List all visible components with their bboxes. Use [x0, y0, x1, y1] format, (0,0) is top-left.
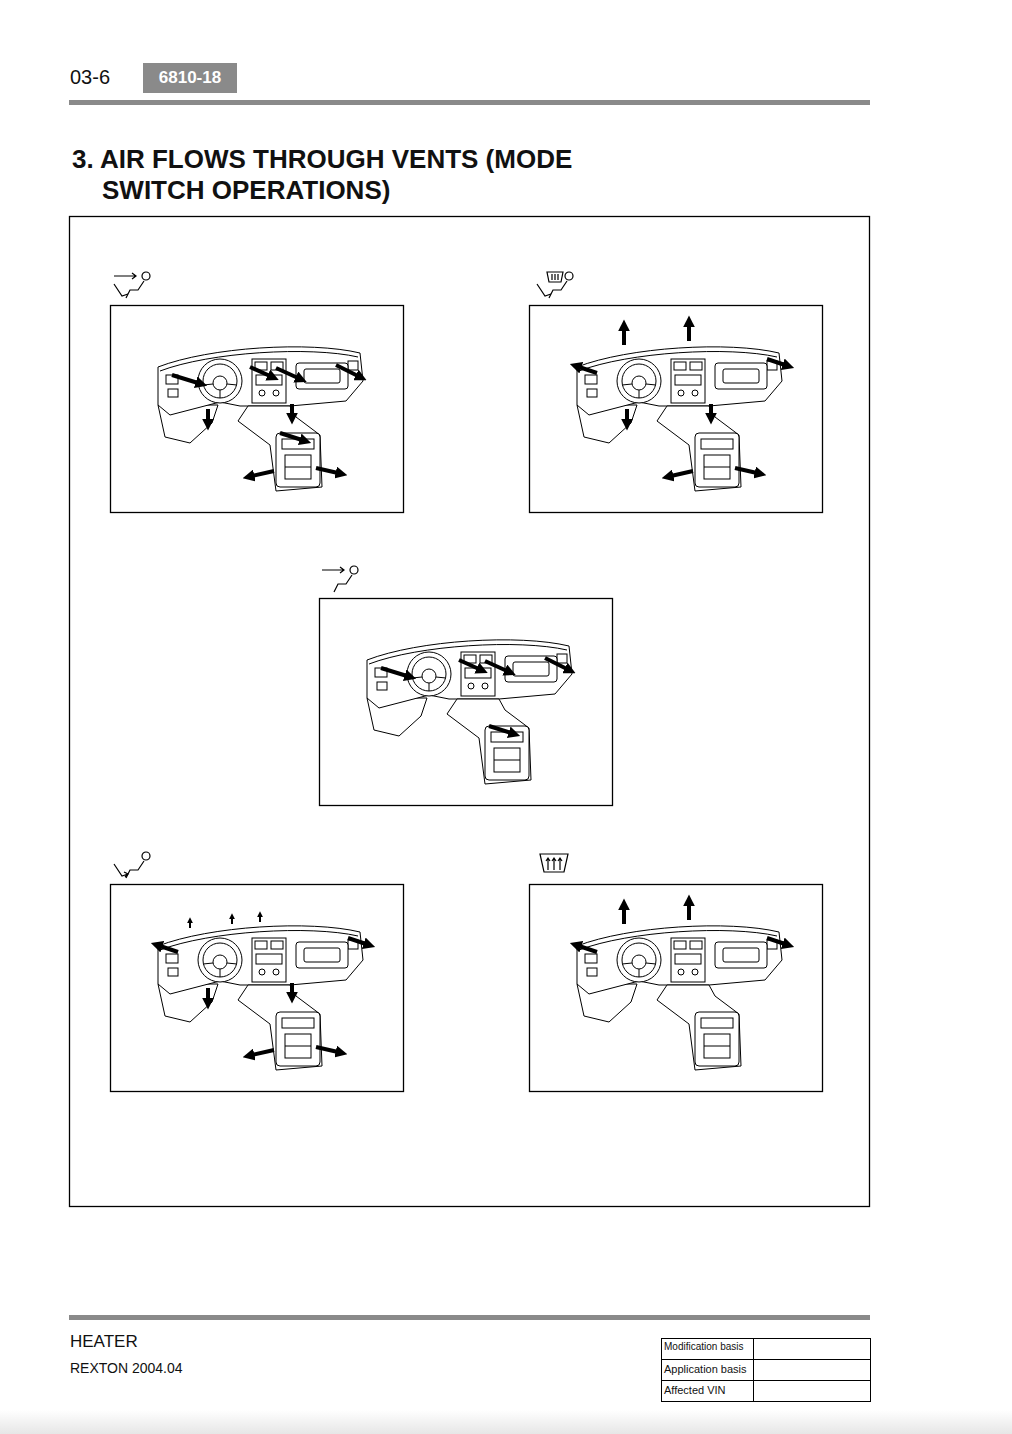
- airflow-arrow: [622, 329, 626, 345]
- airflow-arrow: [671, 471, 693, 476]
- airflow-arrow: [579, 367, 597, 373]
- airflow-arrow: [625, 409, 629, 421]
- airflow-arrow: [276, 368, 298, 378]
- airflow-arrow: [290, 404, 294, 415]
- airflow-arrow: [767, 938, 785, 944]
- airflow-arrow: [622, 908, 626, 924]
- airflow-arrow: [735, 468, 757, 473]
- airflow-arrow: [252, 471, 274, 476]
- airflow-arrow: [767, 359, 785, 365]
- table-cell: Application basis: [664, 1363, 747, 1375]
- airflow-arrow: [316, 468, 338, 473]
- airflow-arrow: [252, 1050, 274, 1055]
- table-cell: Affected VIN: [664, 1384, 726, 1396]
- airflow-arrow: [172, 375, 198, 383]
- airflow-arrow: [348, 938, 366, 944]
- airflow-arrow: [250, 367, 270, 376]
- airflow-arrow: [160, 946, 178, 952]
- page-number: 03-6: [70, 66, 110, 89]
- airflow-arrow: [280, 433, 302, 440]
- section-code: 6810-18: [159, 68, 221, 88]
- airflow-arrow: [259, 916, 261, 922]
- airflow-arrow: [687, 904, 691, 920]
- airflow-arrow: [336, 365, 358, 376]
- airflow-arrow: [579, 946, 597, 952]
- airflow-arrow: [290, 983, 294, 994]
- section-name: HEATER: [70, 1332, 138, 1352]
- airflow-arrow: [231, 918, 233, 924]
- airflow-arrow: [687, 325, 691, 341]
- airflow-arrow: [316, 1047, 338, 1052]
- airflow-arrow: [206, 409, 210, 421]
- page-title: 3. AIR FLOWS THROUGH VENTS (MODE SWITCH …: [72, 144, 612, 206]
- airflow-arrow: [189, 922, 191, 928]
- airflow-arrow: [709, 404, 713, 415]
- table-cell: Modification basis: [664, 1341, 743, 1352]
- airflow-arrow: [206, 988, 210, 1000]
- airflow-arrow: [485, 661, 507, 671]
- airflow-arrow: [459, 660, 479, 669]
- airflow-arrow: [381, 668, 407, 676]
- section-code-box: 6810-18: [143, 63, 237, 93]
- airflow-arrow: [489, 726, 511, 733]
- model-date: REXTON 2004.04: [70, 1360, 183, 1376]
- airflow-arrow: [545, 658, 567, 669]
